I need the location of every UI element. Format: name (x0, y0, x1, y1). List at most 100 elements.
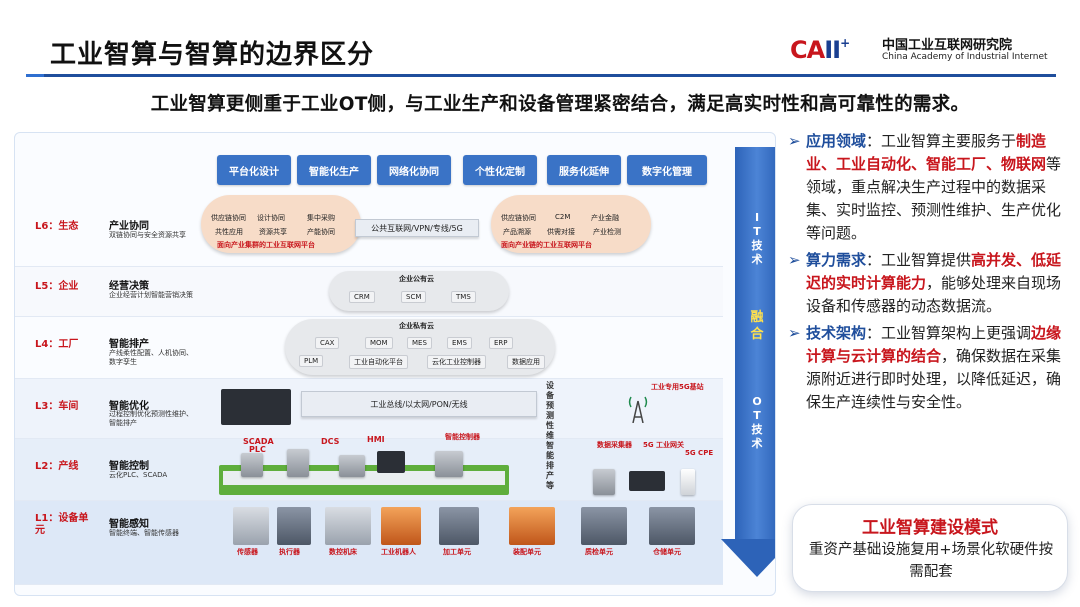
bullet-label: 应用领域 (806, 132, 867, 150)
bullet-arrow-icon: ➢ (788, 251, 801, 269)
logo-mark: CAII+ (790, 36, 850, 64)
layer-id: L4：工厂 (35, 339, 79, 350)
layer-name: 智能感知 (109, 519, 149, 530)
hmi-screen (377, 451, 405, 473)
assembly-unit-image (509, 507, 555, 545)
layer-l3: L3：车间 智能优化 过程控制优化预测性维护、智能排产 工业总线/以太网/PON… (15, 379, 723, 450)
layer-l2: L2：产线 智能控制 云化PLC、SCADA SCADA PLC DCS HMI… (15, 433, 723, 501)
capability-customization: 个性化定制 (463, 155, 537, 185)
label-5g-gateway: 5G 工业网关 (643, 441, 685, 449)
cloud-caption: 面向产业链的工业互联网平台 (501, 241, 592, 249)
cloud-item: CRM (349, 291, 375, 303)
control-room-image (221, 389, 291, 425)
layer-name: 产业协同 (109, 221, 149, 232)
l1-label: 仓储单元 (653, 548, 681, 556)
capability-digital-management: 数字化管理 (627, 155, 707, 185)
machining-unit-image (439, 507, 479, 545)
actuator-image (277, 507, 311, 545)
l1-label: 执行器 (279, 548, 300, 556)
label-5g-cpe: 5G CPE (685, 449, 714, 457)
inspection-unit-image (581, 507, 627, 545)
cloud-item: ERP (489, 337, 513, 349)
bullet-highlight: 边缘计算与云计算的结合 (806, 324, 1062, 365)
bullet-arrow-icon: ➢ (788, 132, 801, 150)
label-dcs: DCS (321, 437, 340, 446)
cloud-item: 产业检测 (593, 228, 621, 236)
dcs-console (339, 455, 365, 477)
cloud-item: 产能协同 (307, 228, 335, 236)
layer-name: 经营决策 (109, 281, 149, 292)
layer-name: 智能控制 (109, 461, 149, 472)
data-collector-device (593, 469, 615, 495)
cloud-item: 供应链协同 (211, 214, 246, 222)
capability-smart-production: 智能化生产 (297, 155, 371, 185)
layer-desc: 双链协同与安全资源共享 (109, 231, 186, 239)
l1-label: 装配单元 (513, 548, 541, 556)
bullet-application-domain: ➢ 应用领域：工业智算主要服务于制造业、工业自动化、智能工厂、物联网等领域，重点… (788, 130, 1070, 245)
label-data-collector: 数据采集器 (597, 441, 632, 449)
cloud-item: 产业金融 (591, 214, 619, 222)
label-hmi: HMI (367, 435, 385, 444)
arrow-label-fusion: 融合 (750, 310, 764, 342)
cloud-caption: 面向产业集群的工业互联网平台 (217, 241, 315, 249)
layer-desc: 云化PLC、SCADA (109, 471, 168, 479)
layer-id: L5：企业 (35, 281, 79, 292)
label-smart-controller: 智能控制器 (445, 433, 480, 441)
bullet-label: 算力需求 (806, 251, 867, 269)
cloud-item: 数据应用 (507, 355, 545, 369)
logo-chinese-name: 中国工业互联网研究院 (882, 38, 1013, 53)
smart-controller (435, 451, 463, 477)
bullet-text: 等领域，重点解决生产过程中的数据采集、实时监控、预测性维护、生产优化等问题。 (806, 155, 1062, 242)
bullet-text: ：工业智算主要服务于 (866, 132, 1017, 150)
l1-label: 工业机器人 (381, 548, 416, 556)
cloud-item: 供应链协同 (501, 214, 536, 222)
cloud-item: 产品溯源 (503, 228, 531, 236)
cloud-item: EMS (447, 337, 472, 349)
cloud-item: 云化工业控制器 (427, 355, 486, 369)
layer-l6: L6：生态 产业协同 双链协同与安全资源共享 供应链协同 设计协同 集中采购 共… (15, 191, 723, 267)
it-ot-arrow (735, 147, 775, 541)
cloud-item: MOM (365, 337, 393, 349)
capability-network-collab: 网络化协同 (377, 155, 451, 185)
plc-cabinet (287, 449, 309, 477)
cloud-item: 工业自动化平台 (349, 355, 408, 369)
layer-l1: L1：设备单元 智能感知 智能终端、智能传感器 传感器 执行器 数控机床 工业机… (15, 501, 723, 585)
layer-id: L1：设备单元 (35, 513, 89, 536)
public-network-box: 公共互联网/VPN/专线/5G (355, 219, 479, 237)
page-title: 工业智算与智算的边界区分 (50, 40, 375, 70)
mode-title: 工业智算建设模式 (862, 518, 998, 538)
cloud-item: 集中采购 (307, 214, 335, 222)
feature-list: ➢ 应用领域：工业智算主要服务于制造业、工业自动化、智能工厂、物联网等领域，重点… (788, 130, 1070, 418)
cloud-item: MES (407, 337, 432, 349)
logo-english-name: China Academy of Industrial Internet (882, 52, 1048, 62)
cloud-item: 资源共享 (259, 228, 287, 236)
cloud-item: SCM (401, 291, 427, 303)
cloud-item: 共性应用 (215, 228, 243, 236)
cloud-item: 供需对接 (547, 228, 575, 236)
logo-mark-ii: II (824, 36, 841, 64)
bullet-text: ：工业智算架构上更强调 (866, 324, 1032, 342)
logo-mark-a: A (806, 36, 826, 64)
layer-desc: 智能终端、智能传感器 (109, 529, 179, 537)
layer-id: L2：产线 (35, 461, 79, 472)
bullet-arrow-icon: ➢ (788, 324, 801, 342)
antenna-icon (628, 396, 648, 423)
capability-platform-design: 平台化设计 (217, 155, 291, 185)
cluster-platform-cloud (201, 195, 361, 253)
bullet-compute-demand: ➢ 算力需求：工业智算提供高并发、低延迟的实时计算能力，能够处理来自现场设备和传… (788, 249, 1070, 318)
label-scada: SCADA (243, 437, 274, 446)
cloud-item: PLM (299, 355, 324, 367)
bullet-highlight: 高并发、低延迟的实时计算能力 (806, 251, 1062, 292)
vertical-label-scheduling: 智能排产等 (546, 441, 554, 490)
layer-name: 智能排产 (109, 339, 149, 350)
industrial-robot-image (381, 507, 421, 545)
mode-text: 重资产基础设施复用+场景化软硬件按需配套 (808, 542, 1054, 580)
sensor-image (233, 507, 269, 545)
construction-mode-card: 工业智算建设模式 重资产基础设施复用+场景化软硬件按需配套 (792, 504, 1068, 592)
cloud-item: 设计协同 (257, 214, 285, 222)
layer-desc: 企业经营计划智能营销决策 (109, 291, 193, 299)
cloud-title: 企业公有云 (399, 275, 434, 283)
layer-id: L3：车间 (35, 401, 79, 412)
